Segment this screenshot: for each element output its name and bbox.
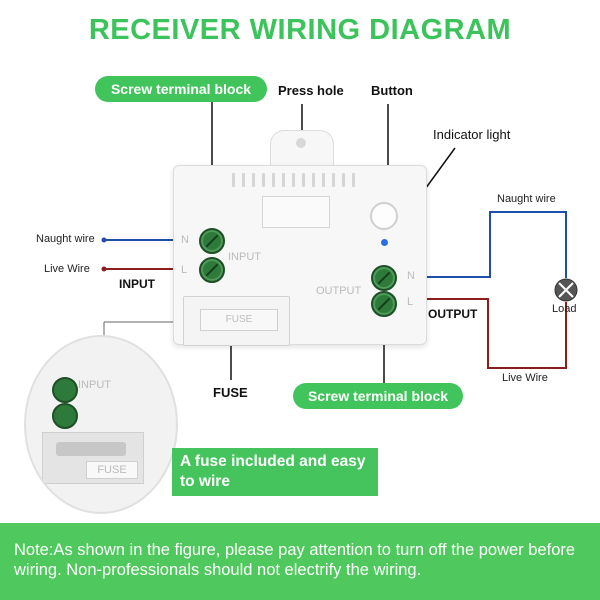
- indicator-light: [381, 239, 388, 246]
- indicator-light-label: Indicator light: [433, 127, 511, 142]
- output-n-screw-terminal[interactable]: [371, 265, 397, 291]
- naught-wire-right-label: Naught wire: [497, 193, 556, 205]
- input-marking: INPUT: [228, 251, 261, 263]
- input-n-marking: N: [181, 234, 189, 246]
- device-hanging-tab: [270, 130, 334, 171]
- vent-slot: [352, 173, 355, 187]
- output-l-marking: L: [407, 296, 414, 308]
- inset-fuse-tag: FUSE: [86, 461, 138, 479]
- wiring-note: Note:As shown in the figure, please pay …: [14, 541, 576, 579]
- output-naught-wire: [424, 211, 567, 278]
- output-live-wire: [424, 298, 567, 369]
- vent-slot: [262, 173, 265, 187]
- input-l-marking: L: [181, 264, 188, 276]
- press-hole: [296, 138, 306, 148]
- output-label: OUTPUT: [428, 307, 478, 321]
- vent-slot: [312, 173, 315, 187]
- screw-terminal-block-label-top: Screw terminal block: [95, 76, 267, 102]
- screw-terminal-block-label-bottom: Screw terminal block: [293, 383, 463, 409]
- diagram-title: RECEIVER WIRING DIAGRAM: [88, 14, 512, 46]
- vent-slot: [292, 173, 295, 187]
- fuse-cover-tag: FUSE: [200, 309, 278, 331]
- output-l-screw-terminal[interactable]: [371, 291, 397, 317]
- vent-slot: [332, 173, 335, 187]
- naught-wire-left-label: Naught wire: [36, 233, 95, 245]
- inset-screw-terminal: [52, 377, 78, 403]
- press-hole-label: Press hole: [278, 83, 344, 98]
- inset-input-marking: INPUT: [78, 379, 111, 391]
- label-recess: [262, 196, 330, 228]
- inset-fuse: [56, 442, 126, 456]
- button-label: Button: [371, 83, 413, 98]
- output-marking: OUTPUT: [316, 285, 362, 297]
- live-wire-left-label: Live Wire: [44, 263, 90, 275]
- fuse-callout: A fuse included and easy to wire: [172, 448, 378, 496]
- vent-slot: [282, 173, 285, 187]
- input-l-screw-terminal[interactable]: [199, 257, 225, 283]
- load-symbol: [554, 278, 578, 302]
- vent-slot: [302, 173, 305, 187]
- live-wire-right-label: Live Wire: [502, 372, 548, 384]
- note-banner: [0, 523, 600, 600]
- input-n-screw-terminal[interactable]: [199, 228, 225, 254]
- load-label: Load: [552, 303, 577, 315]
- pairing-button[interactable]: [370, 202, 398, 230]
- vent-slot: [232, 173, 235, 187]
- vent-slot: [342, 173, 345, 187]
- vent-slot: [252, 173, 255, 187]
- vent-slot: [272, 173, 275, 187]
- fuse-inset-closeup: INPUT FUSE: [24, 335, 178, 514]
- output-n-marking: N: [407, 270, 415, 282]
- inset-screw-terminal: [52, 403, 78, 429]
- fuse-label: FUSE: [213, 385, 248, 400]
- input-label: INPUT: [119, 277, 155, 291]
- vent-slot: [242, 173, 245, 187]
- vent-slot: [322, 173, 325, 187]
